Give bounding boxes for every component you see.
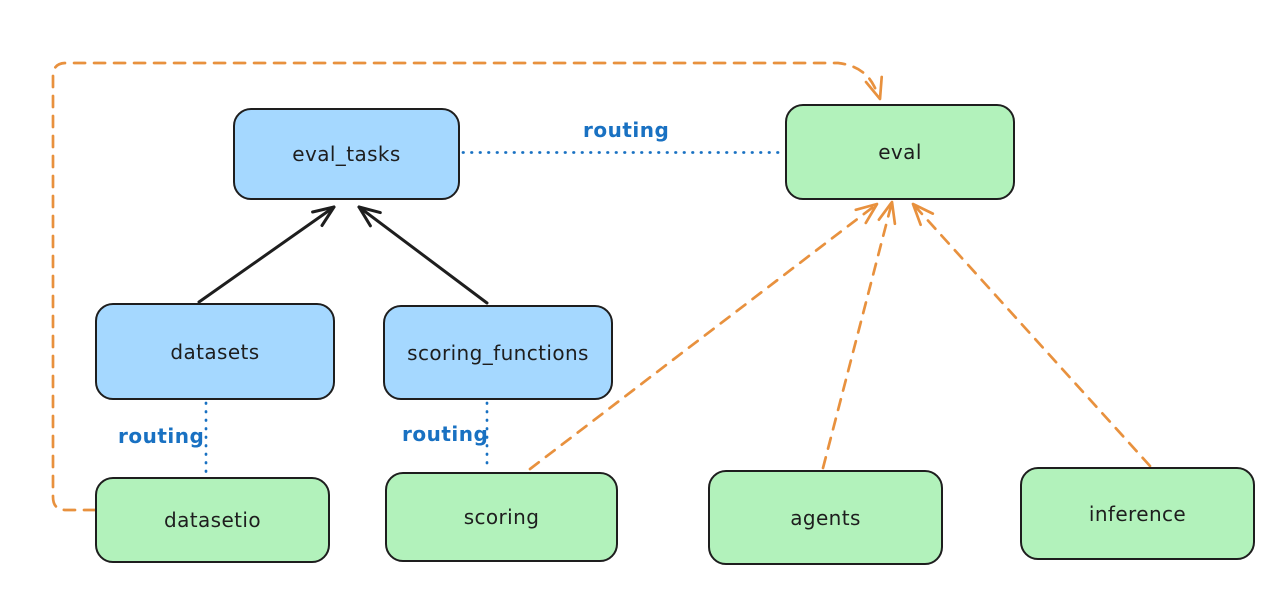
node-eval-tasks: eval_tasks: [233, 108, 460, 200]
arrowhead-agents-to-eval: [877, 200, 897, 226]
node-scoring-label: scoring: [463, 505, 540, 529]
node-datasets-label: datasets: [170, 339, 260, 364]
edge-inference-to-eval: [911, 202, 1152, 468]
routing-label-scoring-functions-scoring: routing: [402, 422, 489, 446]
node-eval-label: eval: [878, 140, 922, 164]
node-datasetio: datasetio: [95, 477, 330, 563]
arrowhead-scoring-functions-to-eval-tasks: [357, 205, 382, 228]
arrowhead-scoring-to-eval: [854, 202, 879, 225]
node-eval: eval: [785, 104, 1015, 200]
node-eval-tasks-label: eval_tasks: [292, 142, 401, 166]
node-inference: inference: [1020, 467, 1255, 560]
edge-scoring-functions-to-eval-tasks: [357, 205, 489, 305]
edge-scoring-to-eval: [528, 202, 879, 471]
node-datasetio-label: datasetio: [163, 508, 261, 532]
edge-datasets-to-eval-tasks: [197, 205, 336, 304]
edge-agents-to-eval: [821, 200, 894, 470]
routing-label-eval-tasks-eval: routing: [583, 118, 670, 142]
node-inference-label: inference: [1088, 501, 1187, 526]
node-scoring: scoring: [385, 472, 618, 562]
arrowhead-datasets-to-eval-tasks: [311, 205, 336, 227]
routing-label-datasets-datasetio: routing: [118, 424, 205, 448]
edge-datasetio-to-eval: [51, 61, 881, 512]
node-scoring-functions: scoring_functions: [383, 305, 613, 400]
node-datasets: datasets: [95, 303, 335, 400]
node-agents: agents: [708, 470, 943, 565]
node-agents-label: agents: [790, 505, 861, 530]
arrowhead-datasetio-to-eval: [864, 75, 884, 101]
arrowhead-inference-to-eval: [911, 202, 935, 227]
node-scoring-functions-label: scoring_functions: [407, 340, 589, 365]
